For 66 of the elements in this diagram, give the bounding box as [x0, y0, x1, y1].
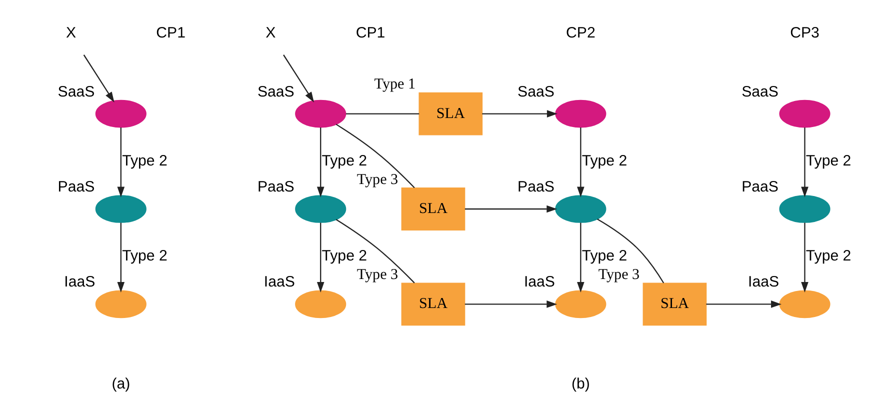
node-label: Type 1: [374, 76, 416, 93]
node-label: PaaS: [741, 178, 778, 196]
node-ellipse: [778, 195, 830, 223]
label: (a): [111, 375, 130, 392]
label: CP1: [355, 24, 385, 42]
node-ellipse: [554, 195, 606, 223]
arrow: [116, 222, 124, 292]
node-ellipse: [294, 195, 346, 223]
node-label: IaaS: [523, 274, 554, 291]
arrow: [316, 127, 324, 198]
node-ellipse: [294, 290, 346, 318]
arrow: [82, 54, 114, 102]
node-ellipse: [778, 290, 830, 318]
connector: [596, 218, 664, 284]
label: CP3: [790, 24, 819, 42]
node-ellipse: [554, 100, 606, 128]
node-label: Type 3: [356, 267, 398, 284]
arrow: [576, 222, 584, 292]
connector: [335, 124, 414, 188]
edge-label: Type 2: [581, 152, 627, 170]
node-ellipse: [94, 195, 146, 223]
arrow: [282, 54, 314, 102]
edge-label: Type 2: [122, 152, 167, 170]
arrow: [116, 127, 124, 198]
node-ellipse: [94, 100, 146, 128]
node-box: SLA: [418, 92, 482, 136]
node-label: PaaS: [517, 178, 554, 196]
edge-label: Type 2: [581, 248, 627, 265]
node-text: X: [65, 24, 76, 42]
node-label: PaaS: [57, 178, 94, 196]
node-label: SaaS: [741, 83, 778, 100]
arrow: [464, 300, 557, 308]
node-box: SLA: [642, 282, 706, 326]
arrow: [316, 222, 324, 292]
node-label: SaaS: [57, 83, 94, 100]
node-ellipse: [294, 100, 346, 128]
node-box: SLA: [400, 188, 465, 230]
node-label: IaaS: [64, 274, 95, 291]
edge-label: Type 2: [321, 248, 367, 265]
node-label: Type 3: [356, 172, 398, 188]
edge-label: Type 2: [122, 248, 167, 265]
node-label: PaaS: [256, 178, 294, 196]
arrow: [706, 300, 781, 308]
node-label: SaaS: [517, 83, 554, 100]
arrow: [800, 127, 808, 198]
edge-label: Type 2: [321, 152, 367, 170]
node-label: Type 3: [598, 267, 640, 284]
label: CP1: [156, 24, 186, 42]
label: CP2: [566, 24, 595, 42]
node-label: IaaS: [263, 274, 294, 291]
arrow: [482, 110, 557, 118]
connector: [346, 113, 419, 114]
arrow: [800, 222, 808, 292]
node-box: SLA: [400, 282, 465, 326]
arrow: [576, 127, 584, 198]
edge-label: Type 2: [805, 152, 851, 170]
node-label: SaaS: [256, 83, 294, 100]
node-ellipse: [554, 290, 606, 318]
node-text: X: [265, 24, 276, 42]
connector: [335, 219, 414, 284]
node-label: IaaS: [748, 274, 779, 291]
edge-label: Type 2: [805, 248, 851, 265]
label: (b): [570, 375, 590, 392]
arrow: [464, 205, 557, 213]
node-ellipse: [94, 290, 146, 318]
node-ellipse: [778, 100, 830, 128]
